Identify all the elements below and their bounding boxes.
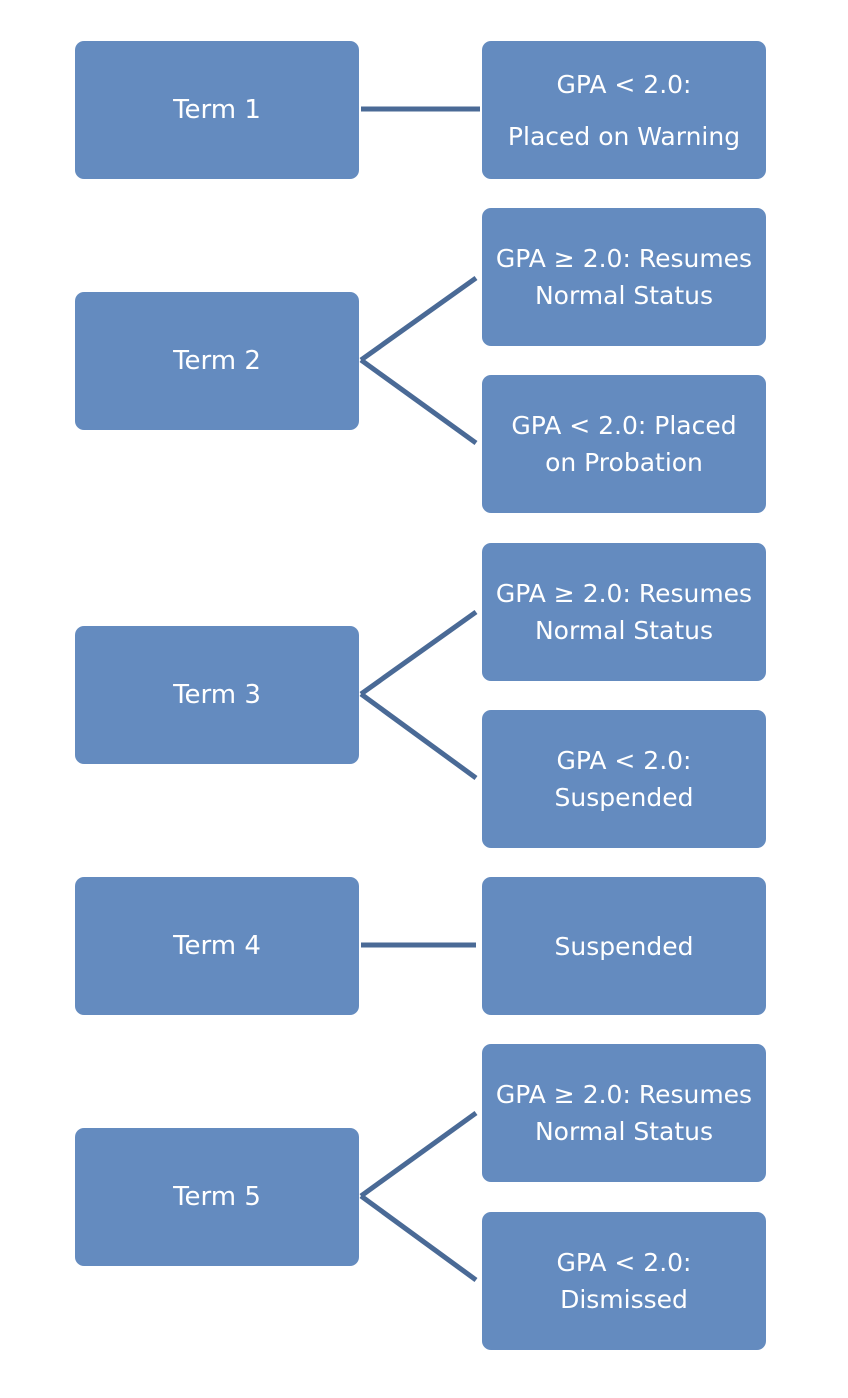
outcome-line: on Probation xyxy=(545,448,703,477)
connector-term-3-suspended xyxy=(359,691,478,781)
term-1-label: Term 1 xyxy=(173,95,261,125)
term-3-box: Term 3 xyxy=(75,626,359,764)
term-2-outcome-probation: GPA < 2.0: Placed on Probation xyxy=(482,375,766,513)
term-4-label: Term 4 xyxy=(173,931,261,961)
term-4-outcome-suspended: Suspended xyxy=(482,877,766,1015)
outcome-line: Dismissed xyxy=(560,1285,688,1314)
outcome-line: GPA < 2.0: xyxy=(556,746,692,775)
term-5-label: Term 5 xyxy=(173,1182,261,1212)
term-3-label: Term 3 xyxy=(173,680,261,710)
term-2-label: Term 2 xyxy=(173,346,261,376)
connector-term-3-resumes xyxy=(359,609,478,697)
term-1-box: Term 1 xyxy=(75,41,359,179)
outcome-line: GPA ≥ 2.0: Resumes xyxy=(495,244,753,273)
outcome-line: Placed on Warning xyxy=(507,121,741,151)
term-2-outcome-resumes: GPA ≥ 2.0: Resumes Normal Status xyxy=(482,208,766,346)
term-5-outcome-resumes: GPA ≥ 2.0: Resumes Normal Status xyxy=(482,1044,766,1182)
term-5-box: Term 5 xyxy=(75,1128,359,1266)
term-3-outcome-suspended: GPA < 2.0: Suspended xyxy=(482,710,766,848)
term-4-box: Term 4 xyxy=(75,877,359,1015)
term-5-outcome-dismissed: GPA < 2.0: Dismissed xyxy=(482,1212,766,1350)
outcome-line: Normal Status xyxy=(534,1117,714,1146)
outcome-line: GPA ≥ 2.0: Resumes xyxy=(495,579,753,608)
outcome-line: GPA < 2.0: Placed xyxy=(511,411,737,440)
connector-term-2-probation xyxy=(359,357,478,446)
connector-term-5-resumes xyxy=(359,1110,478,1199)
connector-term-2-resumes xyxy=(359,275,478,363)
term-1-outcome-warning: GPA < 2.0: Placed on Warning xyxy=(482,41,766,179)
outcome-line: GPA < 2.0: xyxy=(556,1248,692,1277)
outcome-line: Normal Status xyxy=(534,616,714,645)
connector-term-5-dismissed xyxy=(359,1193,478,1283)
outcome-line: Normal Status xyxy=(534,281,714,310)
term-2-box: Term 2 xyxy=(75,292,359,430)
outcome-line: GPA < 2.0: xyxy=(556,69,692,99)
outcome-line: Suspended xyxy=(554,931,694,961)
term-3-outcome-resumes: GPA ≥ 2.0: Resumes Normal Status xyxy=(482,543,766,681)
outcome-line: GPA ≥ 2.0: Resumes xyxy=(495,1080,753,1109)
outcome-line: Suspended xyxy=(554,783,694,812)
